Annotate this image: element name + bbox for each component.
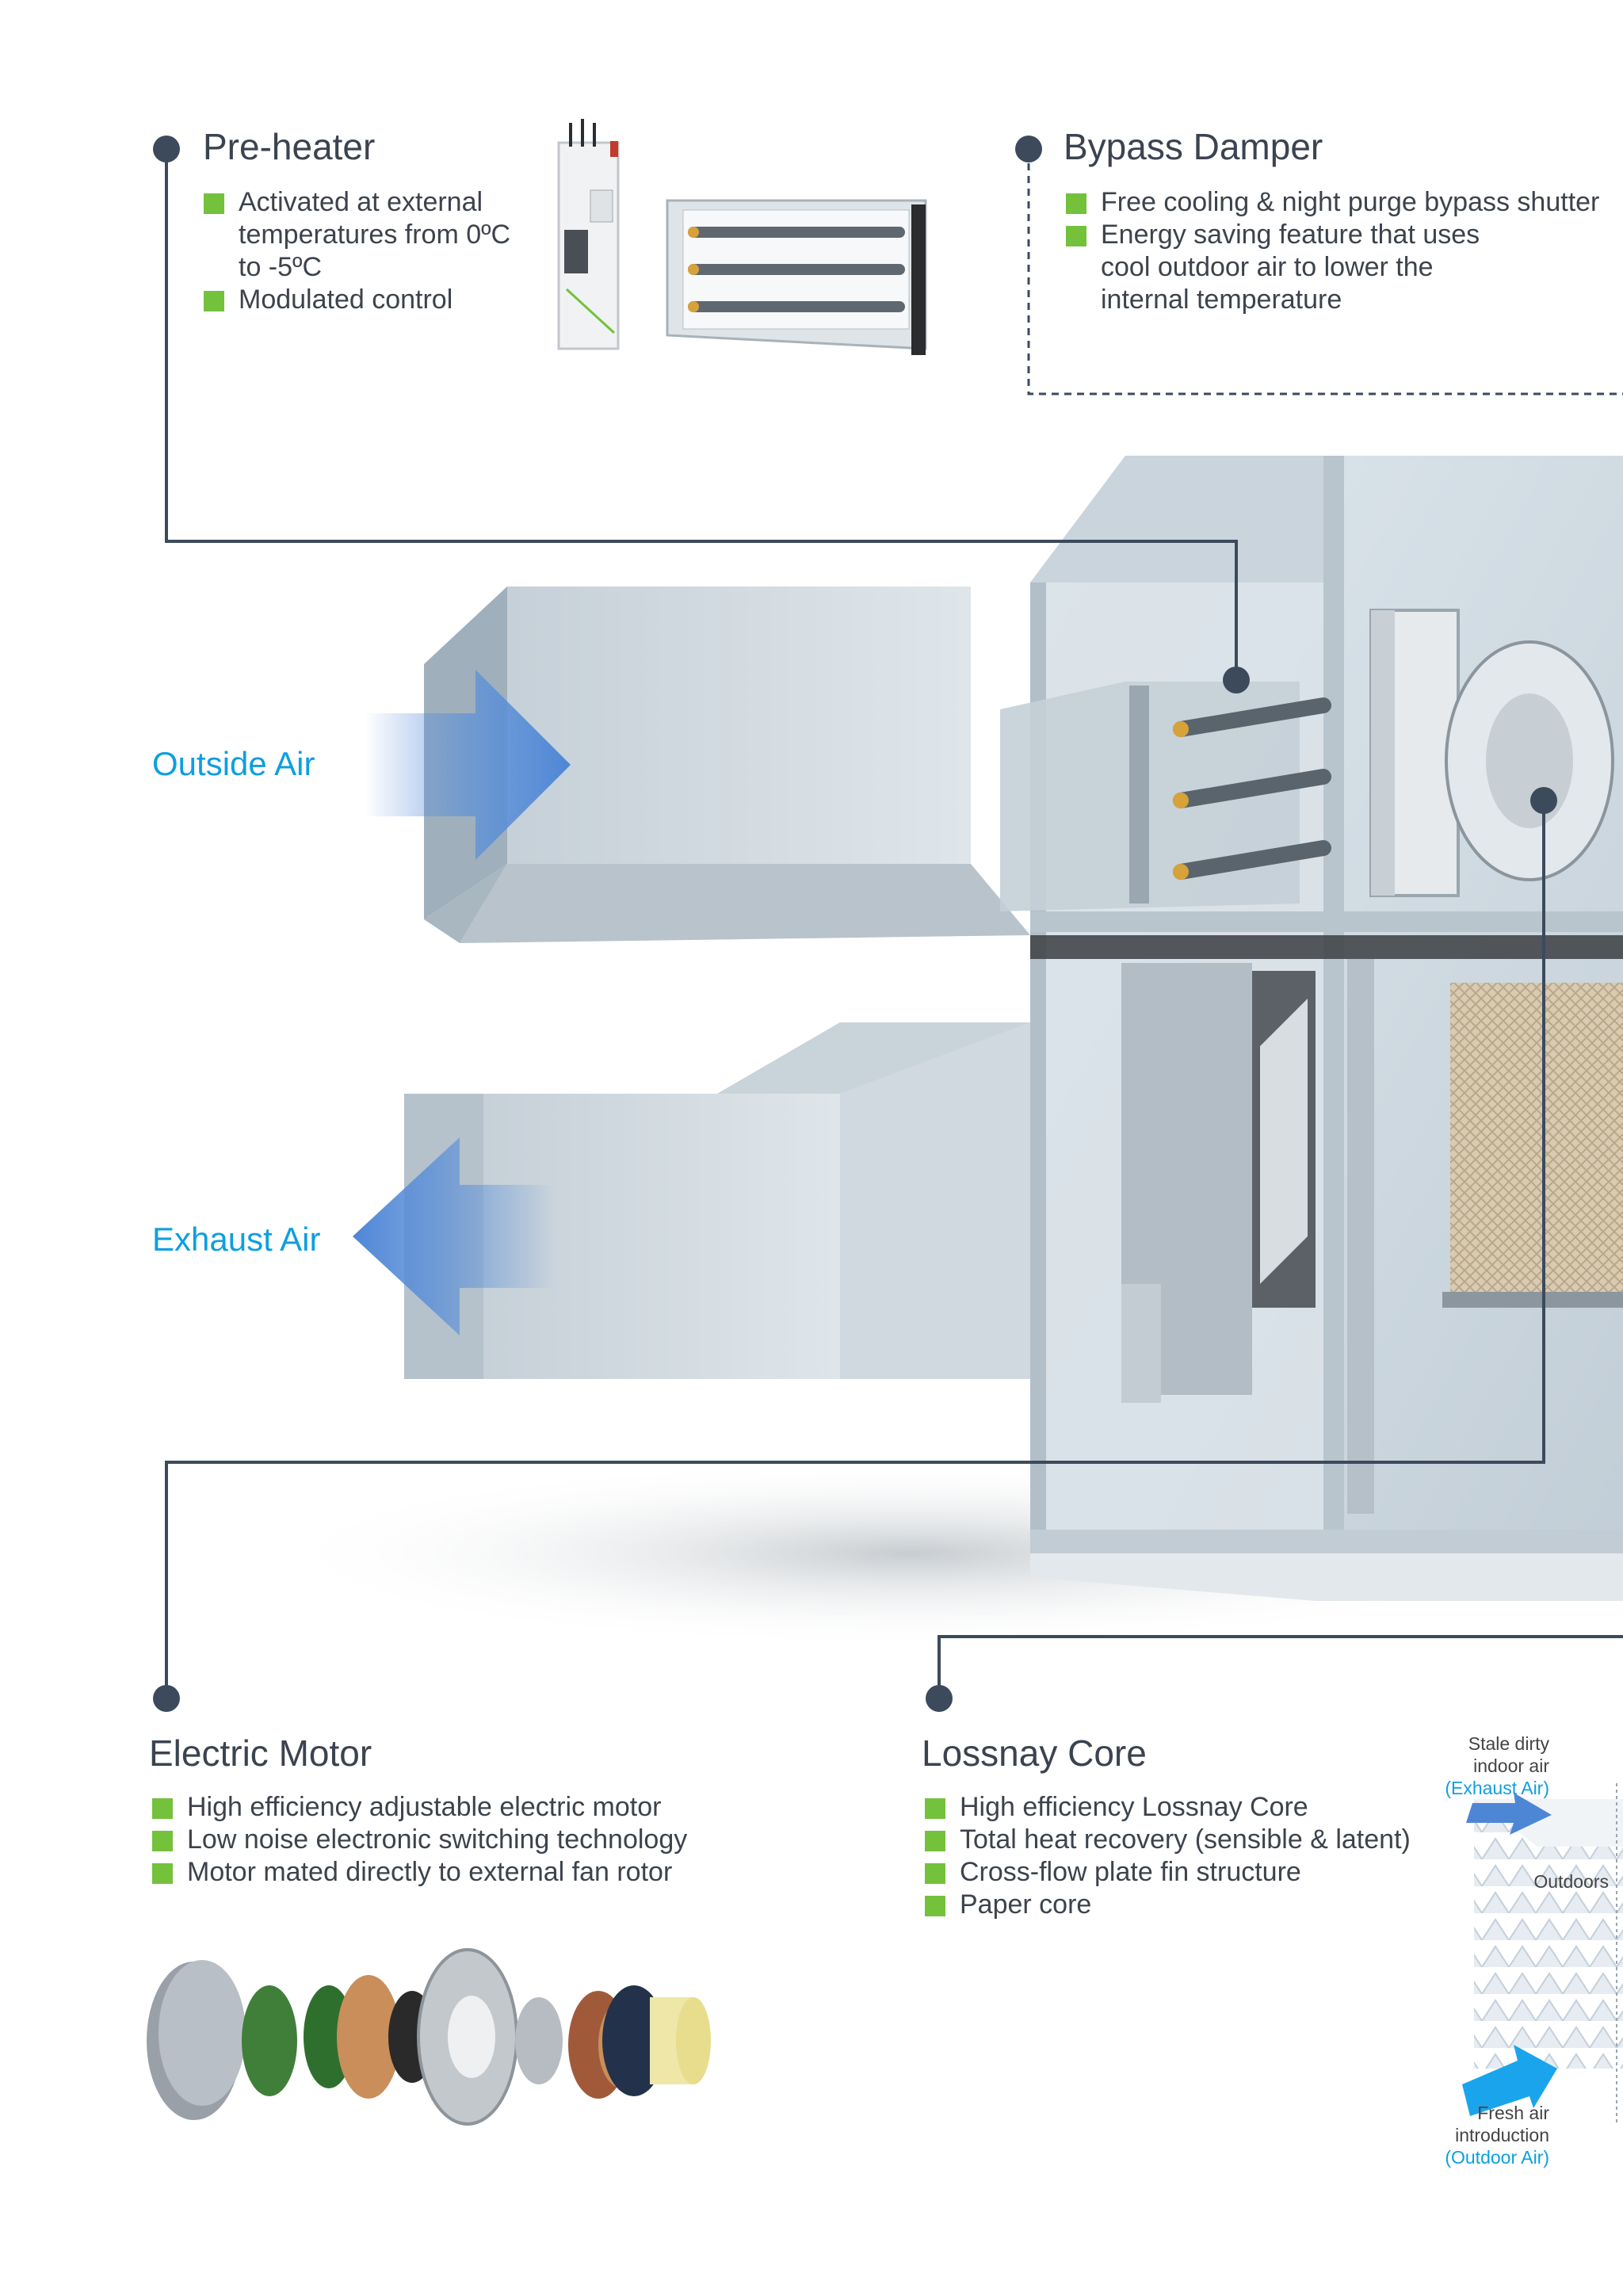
outside-air-label: Outside Air bbox=[152, 745, 315, 782]
bypass-bullet-list: Free cooling & night purge bypass shutte… bbox=[1066, 186, 1621, 316]
core-bullet-4: Paper core bbox=[925, 1889, 1432, 1921]
preheater-bullet-dot bbox=[153, 136, 180, 162]
motor-target-dot bbox=[1530, 787, 1557, 814]
motor-bullet-1: High efficiency adjustable electric moto… bbox=[152, 1791, 770, 1824]
exhaust-air-label: Exhaust Air bbox=[152, 1221, 321, 1258]
core-bullet-2: Total heat recovery (sensible & latent) bbox=[925, 1824, 1432, 1856]
preheater-bullet-1: Activated at external temperatures from … bbox=[204, 186, 540, 284]
electric-motor-exploded-image bbox=[147, 1948, 711, 2126]
bypass-bullet-2: Energy saving feature that uses cool out… bbox=[1066, 219, 1497, 316]
motor-bullet-2: Low noise electronic switching technolog… bbox=[152, 1824, 770, 1856]
preheater-bullet-2: Modulated control bbox=[204, 284, 537, 316]
core-title: Lossnay Core bbox=[922, 1733, 1147, 1774]
fresh-air-label: Fresh air introduction (Outdoor Air) bbox=[1445, 2103, 1549, 2168]
bypass-title: Bypass Damper bbox=[1064, 126, 1323, 167]
preheater-control-panel-image bbox=[557, 119, 620, 350]
motor-bullet-dot bbox=[153, 1685, 180, 1712]
bypass-bullet-1: Free cooling & night purge bypass shutte… bbox=[1066, 186, 1621, 219]
preheater-target-dot bbox=[1223, 667, 1250, 693]
preheater-bullet-list: Activated at external temperatures from … bbox=[204, 186, 537, 316]
outdoors-label: Outdoors bbox=[1533, 1871, 1609, 1892]
lossnay-core-diagram bbox=[1462, 1783, 1623, 2124]
motor-bullet-3: Motor mated directly to external fan rot… bbox=[152, 1856, 770, 1889]
core-bullet-dot bbox=[926, 1685, 953, 1712]
preheater-heating-coil-image bbox=[666, 199, 927, 355]
core-bullet-3: Cross-flow plate fin structure bbox=[925, 1856, 1432, 1889]
stale-air-label: Stale dirty indoor air (Exhaust Air) bbox=[1445, 1733, 1549, 1798]
core-bullet-list: High efficiency Lossnay Core Total heat … bbox=[925, 1791, 1432, 1921]
motor-bullet-list: High efficiency adjustable electric moto… bbox=[152, 1791, 770, 1889]
bypass-bullet-dot bbox=[1015, 136, 1042, 162]
preheater-title: Pre-heater bbox=[203, 126, 376, 167]
motor-title: Electric Motor bbox=[149, 1733, 372, 1774]
core-bullet-1: High efficiency Lossnay Core bbox=[925, 1791, 1432, 1824]
